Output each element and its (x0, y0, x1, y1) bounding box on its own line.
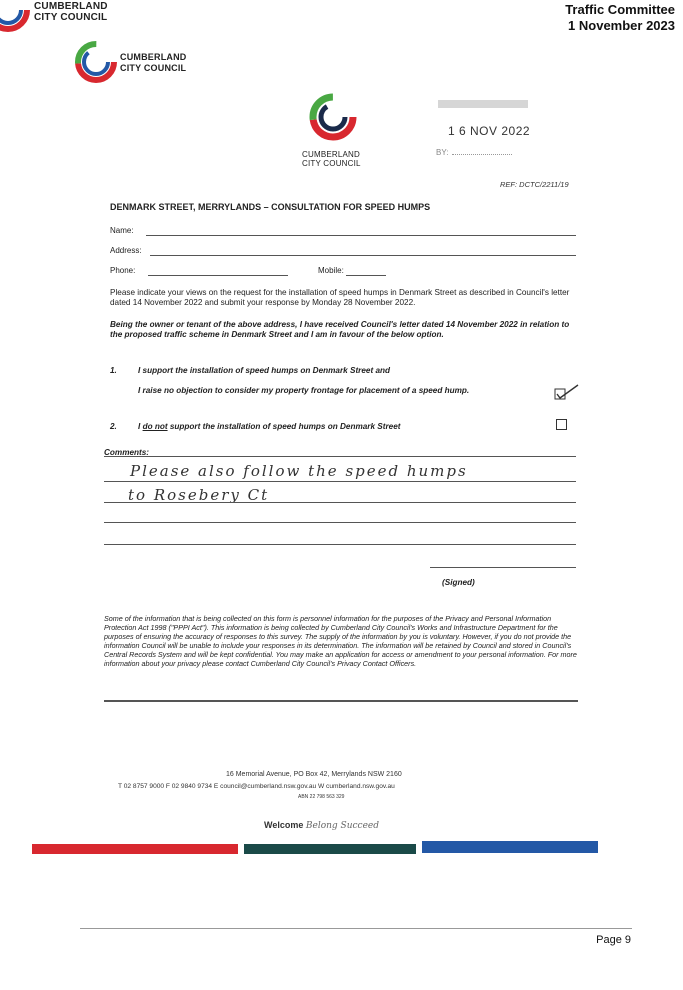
option-1-checkbox[interactable] (554, 384, 580, 402)
comment-handwritten-2: to Rosebery Ct (128, 486, 270, 504)
tagline-belong-succeed: Belong Succeed (305, 821, 379, 831)
footer-contact: T 02 8757 9000 F 02 9840 9734 E council@… (118, 783, 395, 790)
committee-date: 1 November 2023 (568, 18, 675, 33)
received-stamp: 1 6 NOV 2022 BY: (430, 100, 540, 160)
committee-header: Traffic Committee 1 November 2023 (565, 2, 675, 34)
comments-line-4 (104, 522, 576, 523)
footer-bar-blue (422, 841, 598, 853)
option-1-subtext: I raise no objection to consider my prop… (138, 386, 470, 395)
option-2-checkbox[interactable] (556, 419, 567, 430)
option-2-text-emphasis: do not (142, 422, 168, 431)
option-1-number: 1. (110, 366, 117, 375)
form-org-name: CUMBERLAND CITY COUNCIL (302, 150, 361, 168)
page-footer-rule (80, 928, 632, 929)
scanned-form: CUMBERLAND CITY COUNCIL 1 6 NOV 2022 BY:… (32, 84, 610, 874)
signed-label: (Signed) (442, 578, 475, 587)
footer-abn: ABN 22 798 563 329 (298, 794, 345, 800)
address-label: Address: (110, 246, 142, 255)
signature-line[interactable] (430, 567, 576, 568)
letterhead-org-line1: CUMBERLAND (120, 52, 187, 62)
form-org-line1: CUMBERLAND (302, 150, 361, 159)
header-logo-icon (0, 0, 30, 32)
option-2-text-c: support the installation of speed humps … (167, 422, 401, 431)
letterhead-org-name: CUMBERLAND CITY COUNCIL (120, 52, 187, 74)
stamp-by: BY: (436, 148, 449, 157)
form-reference: REF: DCTC/2211/19 (500, 180, 569, 189)
option-1-text: I support the installation of speed hump… (138, 366, 391, 375)
form-declaration: Being the owner or tenant of the above a… (110, 320, 570, 339)
address-field[interactable] (150, 255, 576, 256)
header-org-line1: CUMBERLAND (34, 1, 108, 12)
letterhead-logo-icon (74, 40, 118, 84)
phone-label: Phone: (110, 266, 136, 275)
footer-bar-teal (244, 844, 416, 854)
header-org-name: CUMBERLAND CITY COUNCIL (34, 1, 108, 23)
letterhead-org-line2: CITY COUNCIL (120, 63, 187, 73)
stamp-date: 1 6 NOV 2022 (448, 124, 531, 138)
comments-label: Comments: (104, 448, 150, 457)
comments-line-5 (104, 544, 576, 545)
privacy-notice: Some of the information that is being co… (104, 614, 577, 668)
tagline-welcome: Welcome (264, 820, 304, 830)
name-field[interactable] (146, 235, 576, 236)
option-2-text: I do not support the installation of spe… (138, 422, 558, 432)
option-2-number: 2. (110, 422, 117, 431)
checkbox-checked-icon (554, 384, 579, 400)
mobile-label: Mobile: (318, 266, 344, 275)
footer-tagline: Welcome Belong Succeed (264, 820, 379, 831)
comments-line-1 (104, 456, 576, 457)
comment-handwritten-1: Please also follow the speed humps (130, 462, 468, 480)
form-instructions: Please indicate your views on the reques… (110, 288, 570, 307)
name-label: Name: (110, 226, 134, 235)
phone-field[interactable] (148, 275, 288, 276)
comments-line-2 (104, 481, 576, 482)
footer-bar-red (32, 844, 238, 854)
form-logo-icon (308, 92, 358, 142)
footer-address: 16 Memorial Avenue, PO Box 42, Merryland… (226, 771, 402, 778)
option-2-text-a: I (138, 422, 143, 431)
mobile-field[interactable] (346, 275, 386, 276)
header-org-line2: CITY COUNCIL (34, 12, 108, 23)
form-title: DENMARK STREET, MERRYLANDS – CONSULTATIO… (110, 202, 431, 212)
privacy-bottom-line (104, 700, 578, 702)
form-org-line2: CITY COUNCIL (302, 159, 361, 168)
comments-line-3 (104, 502, 576, 503)
committee-title: Traffic Committee (565, 2, 675, 17)
page-number: Page 9 (596, 934, 631, 946)
